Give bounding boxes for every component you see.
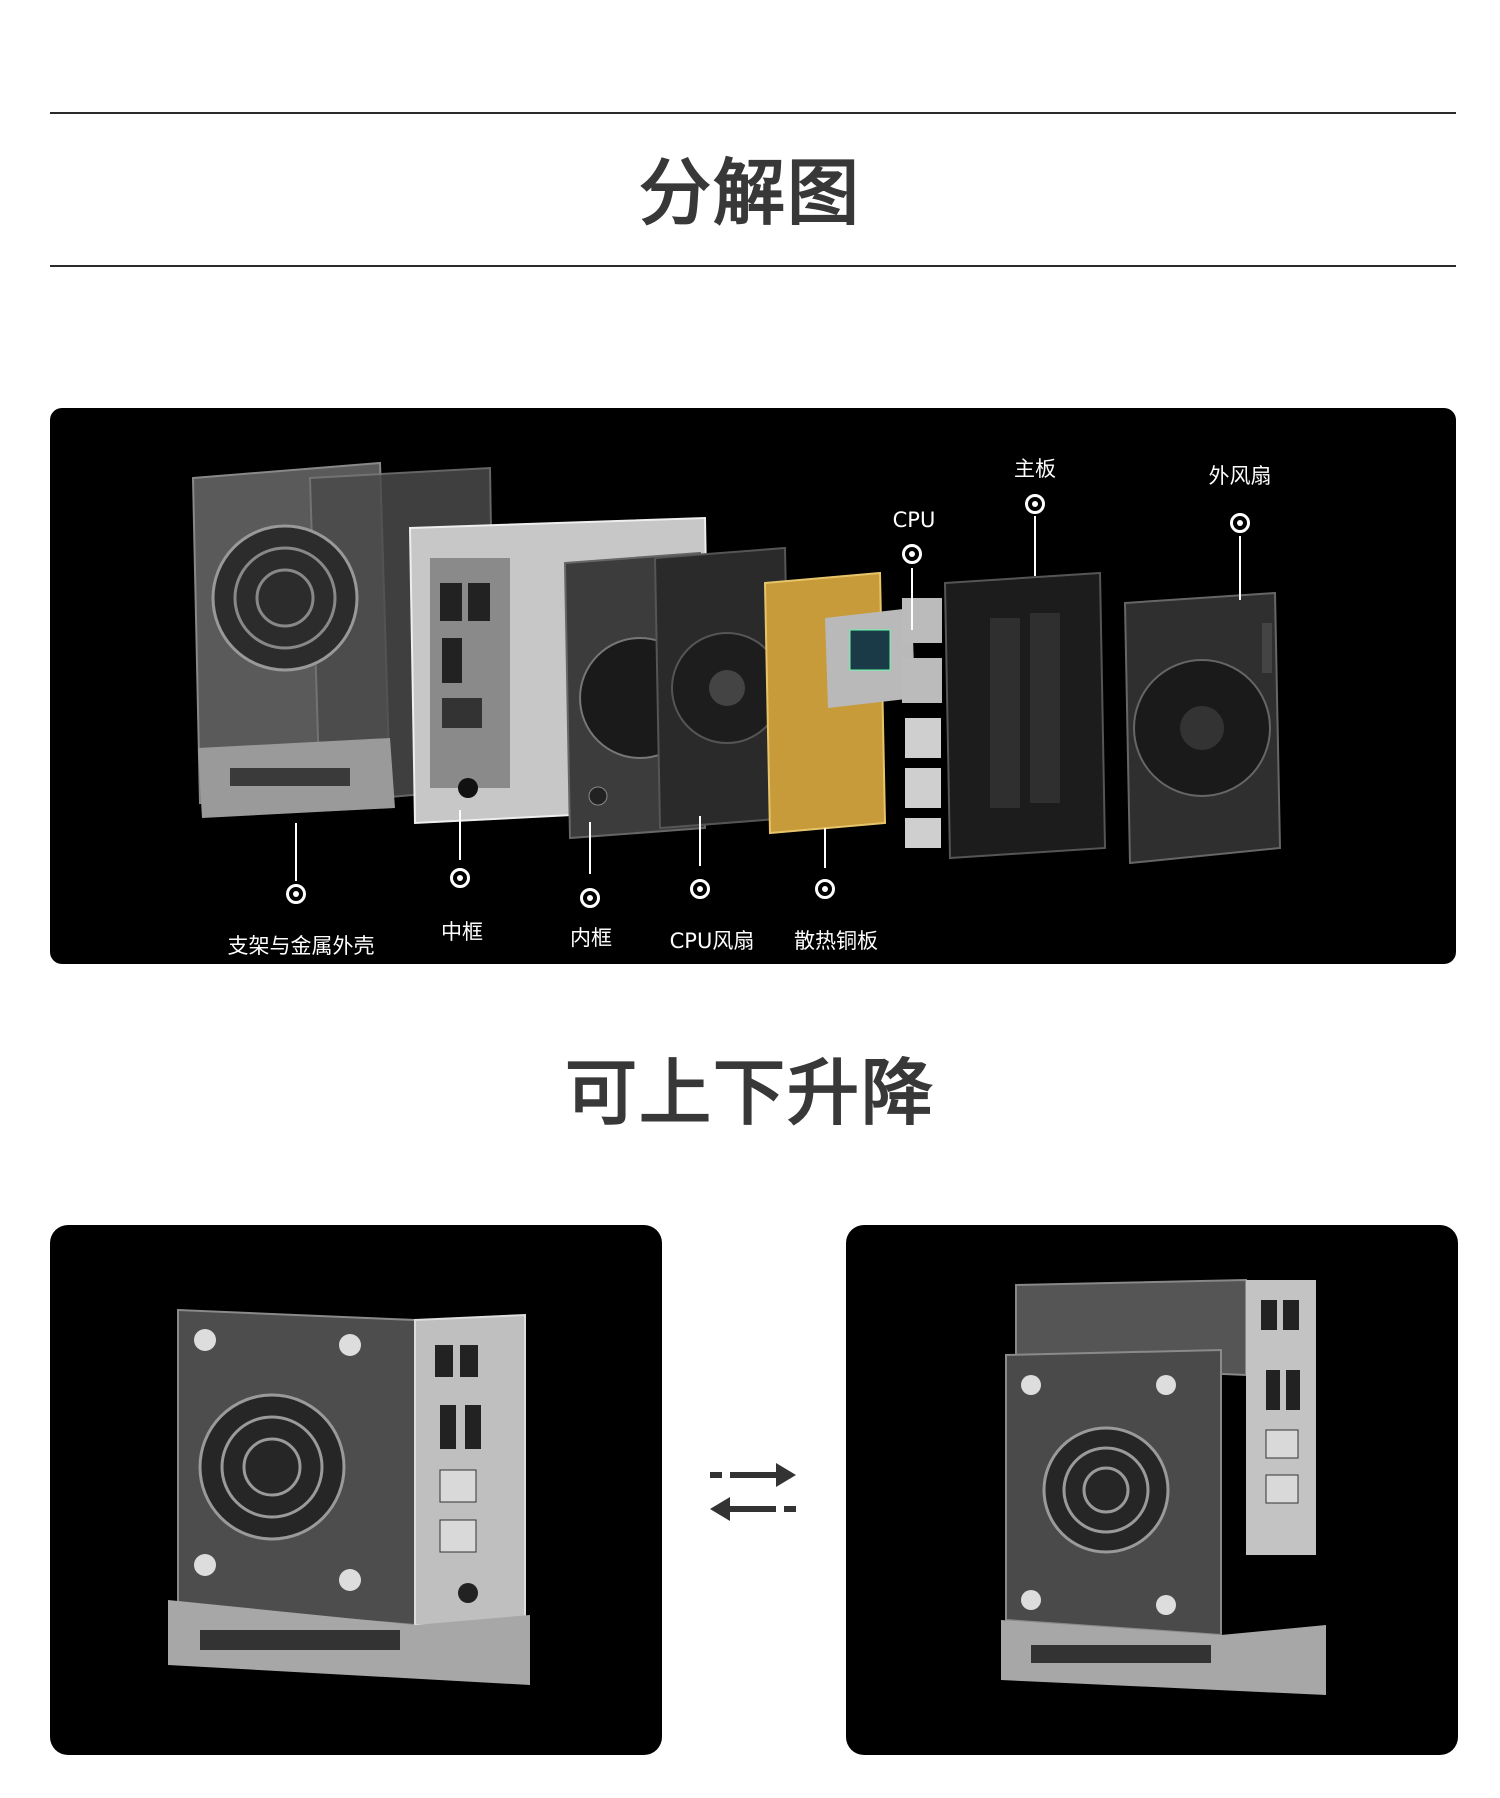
outer-fan-leader [1239, 536, 1241, 600]
outer-fan-marker [1230, 513, 1250, 533]
copper-plate-leader [824, 828, 826, 868]
inner-frame-label: 内框 [570, 926, 612, 950]
middle-frame-leader [459, 810, 461, 860]
product-raised-illustration [1001, 1278, 1326, 1695]
cpu-leader [911, 568, 913, 630]
cpu-fan-marker [690, 879, 710, 899]
exploded-illustration [191, 461, 1282, 865]
inner-frame-marker [580, 888, 600, 908]
motherboard-label: 主板 [1014, 457, 1056, 481]
bracket-shell-label: 支架与金属外壳 [227, 934, 375, 958]
copper-plate-label: 散热铜板 [794, 929, 878, 953]
middle-frame-label: 中框 [441, 920, 483, 944]
swap-arrows-icon [710, 1463, 796, 1521]
product-lowered-panel [50, 1225, 662, 1755]
cpu-fan-label: CPU风扇 [669, 929, 755, 953]
motherboard-marker [1025, 494, 1045, 514]
top-rule [50, 112, 1456, 114]
cpu-marker [902, 544, 922, 564]
motherboard-illustration [902, 571, 1107, 860]
exploded-view-title: 分解图 [638, 151, 861, 235]
outer-fan-label: 外风扇 [1208, 464, 1272, 488]
outer-fan-illustration [1123, 591, 1282, 865]
cpu-label: CPU [892, 508, 936, 532]
cpu-fan-illustration [653, 546, 792, 830]
product-lowered-illustration [168, 1308, 530, 1685]
copper-plate-illustration [763, 571, 915, 835]
motherboard-leader [1034, 516, 1036, 576]
bracket-shell-leader [295, 823, 297, 881]
exploded-view-panel: 支架与金属外壳 中框 内框 CPU风扇 散热铜板 CPU 主板 外风扇 [50, 408, 1456, 964]
product-raised-panel [846, 1225, 1458, 1755]
inner-frame-leader [589, 822, 591, 874]
cpu-fan-leader [699, 816, 701, 866]
copper-plate-marker [815, 879, 835, 899]
lift-title: 可上下升降 [564, 1051, 935, 1135]
middle-frame-marker [450, 868, 470, 888]
bracket-shell-marker [286, 884, 306, 904]
bottom-rule [50, 265, 1456, 267]
